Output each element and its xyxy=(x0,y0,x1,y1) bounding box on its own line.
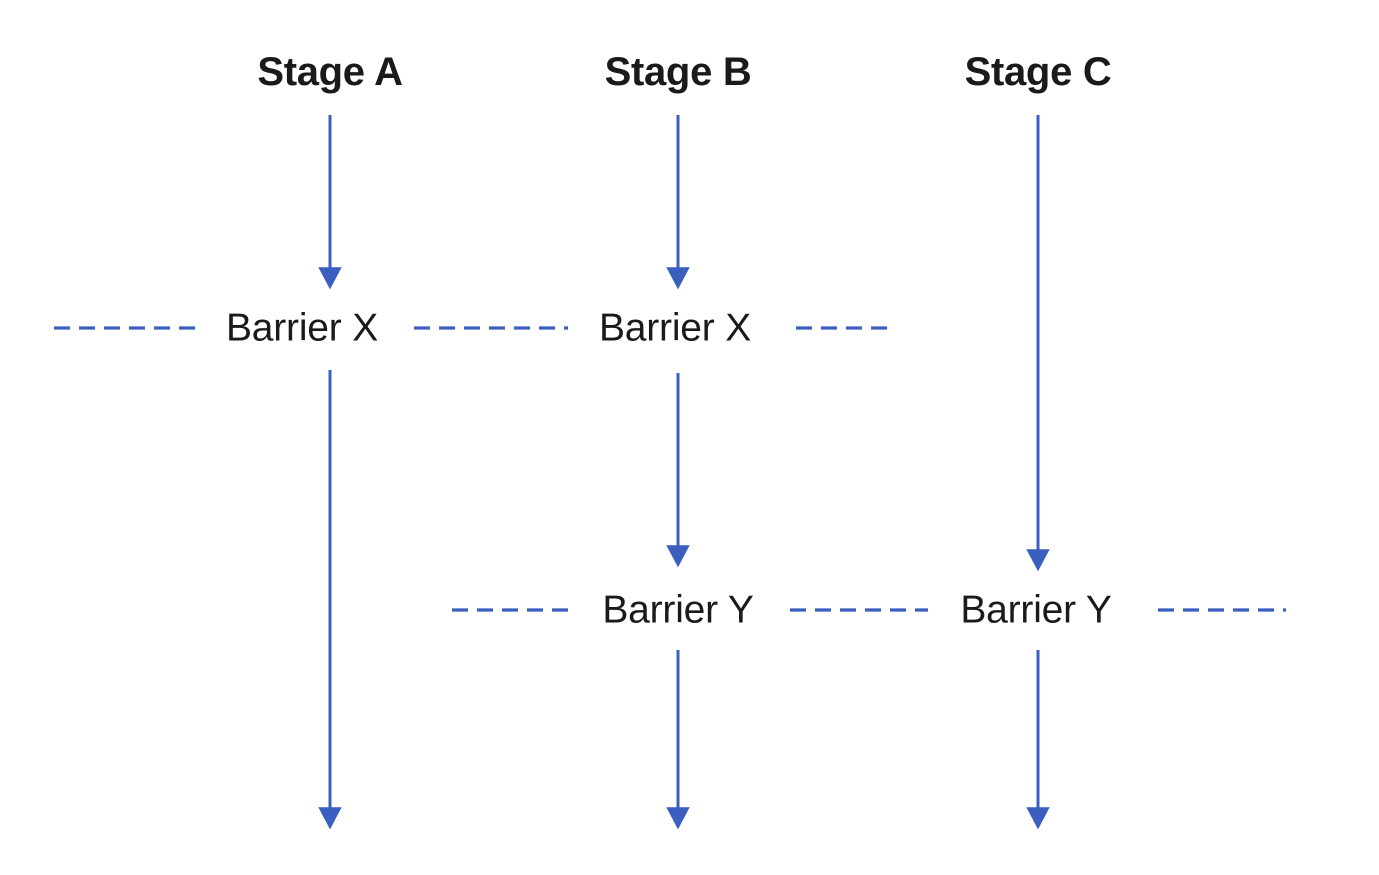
stage-header-b: Stage B xyxy=(604,50,752,94)
barrier-node-b-y: Barrier Y xyxy=(592,590,764,630)
barrier-node-a-x: Barrier X xyxy=(215,308,389,348)
arrows-group xyxy=(318,115,1050,830)
barrier-node-c-y: Barrier Y xyxy=(950,590,1122,630)
barrier-node-b-x: Barrier X xyxy=(588,308,762,348)
stage-header-c: Stage C xyxy=(964,50,1112,94)
stage-header-a: Stage A xyxy=(257,50,403,94)
dashed-links-group xyxy=(54,326,1286,612)
